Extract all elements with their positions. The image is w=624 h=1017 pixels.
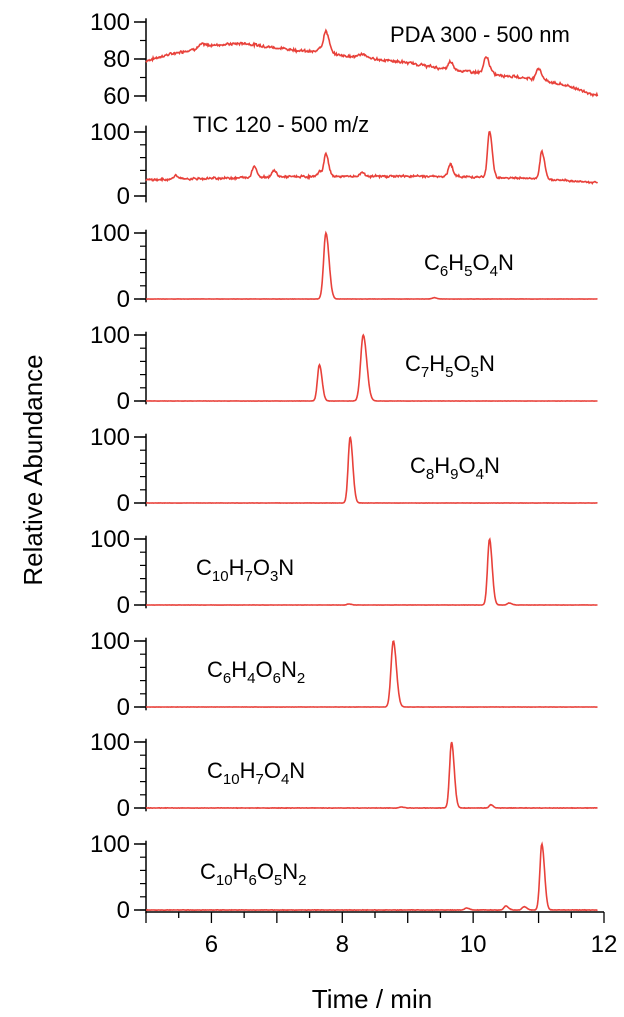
panel-label: C10H6O5N2 bbox=[200, 859, 307, 889]
panel-label: PDA 300 - 500 nm bbox=[390, 22, 570, 47]
y-tick-label: 100 bbox=[90, 220, 130, 247]
panel-label: C7H5O5N bbox=[405, 351, 495, 381]
y-tick-label: 100 bbox=[90, 424, 130, 451]
panel-2: 0 100 TIC 120 - 500 m/z bbox=[90, 112, 599, 210]
y-tick-label: 100 bbox=[90, 322, 130, 349]
panel-1: 60 80 100 PDA 300 - 500 nm bbox=[90, 9, 599, 110]
series-line bbox=[146, 436, 598, 504]
y-axis-label: Relative Abundance bbox=[18, 354, 48, 585]
panel-label: C10H7O4N bbox=[207, 758, 305, 788]
y-tick-label: 0 bbox=[117, 286, 130, 313]
series-line bbox=[145, 640, 598, 708]
panel-label: C10H7O3N bbox=[196, 555, 294, 585]
series-line bbox=[146, 841, 598, 912]
y-tick-label: 100 bbox=[90, 119, 130, 146]
x-axis: 6 8 10 12 bbox=[145, 911, 618, 958]
y-tick-label: 0 bbox=[117, 897, 130, 924]
y-tick-label: 100 bbox=[90, 9, 130, 36]
series-line bbox=[145, 333, 598, 402]
y-tick-label: 100 bbox=[90, 628, 130, 655]
series-line bbox=[145, 130, 599, 186]
y-tick-label: 100 bbox=[90, 526, 130, 553]
panel-label: TIC 120 - 500 m/z bbox=[193, 112, 369, 137]
x-tick-label: 12 bbox=[591, 931, 618, 958]
y-tick-label: 0 bbox=[117, 694, 130, 721]
series-line bbox=[145, 741, 598, 810]
series-line bbox=[145, 537, 598, 606]
panel-label: C8H9O4N bbox=[410, 453, 500, 483]
x-tick-label: 8 bbox=[336, 931, 349, 958]
x-tick-label: 10 bbox=[460, 931, 487, 958]
x-axis-label: Time / min bbox=[312, 984, 432, 1014]
y-tick-label: 0 bbox=[117, 388, 130, 415]
series-line bbox=[145, 28, 599, 98]
x-tick-label: 6 bbox=[205, 931, 218, 958]
y-tick-label: 0 bbox=[117, 592, 130, 619]
y-tick-label: 100 bbox=[90, 729, 130, 756]
y-tick-label: 0 bbox=[117, 795, 130, 822]
y-tick-label: 60 bbox=[103, 83, 130, 110]
series-line bbox=[145, 230, 598, 300]
y-tick-label: 0 bbox=[117, 183, 130, 210]
y-tick-label: 100 bbox=[90, 831, 130, 858]
panel-label: C6H5O4N bbox=[424, 250, 514, 280]
y-tick-label: 80 bbox=[103, 46, 130, 73]
y-tick-label: 0 bbox=[117, 490, 130, 517]
panel-label: C6H4O6N2 bbox=[207, 657, 305, 687]
